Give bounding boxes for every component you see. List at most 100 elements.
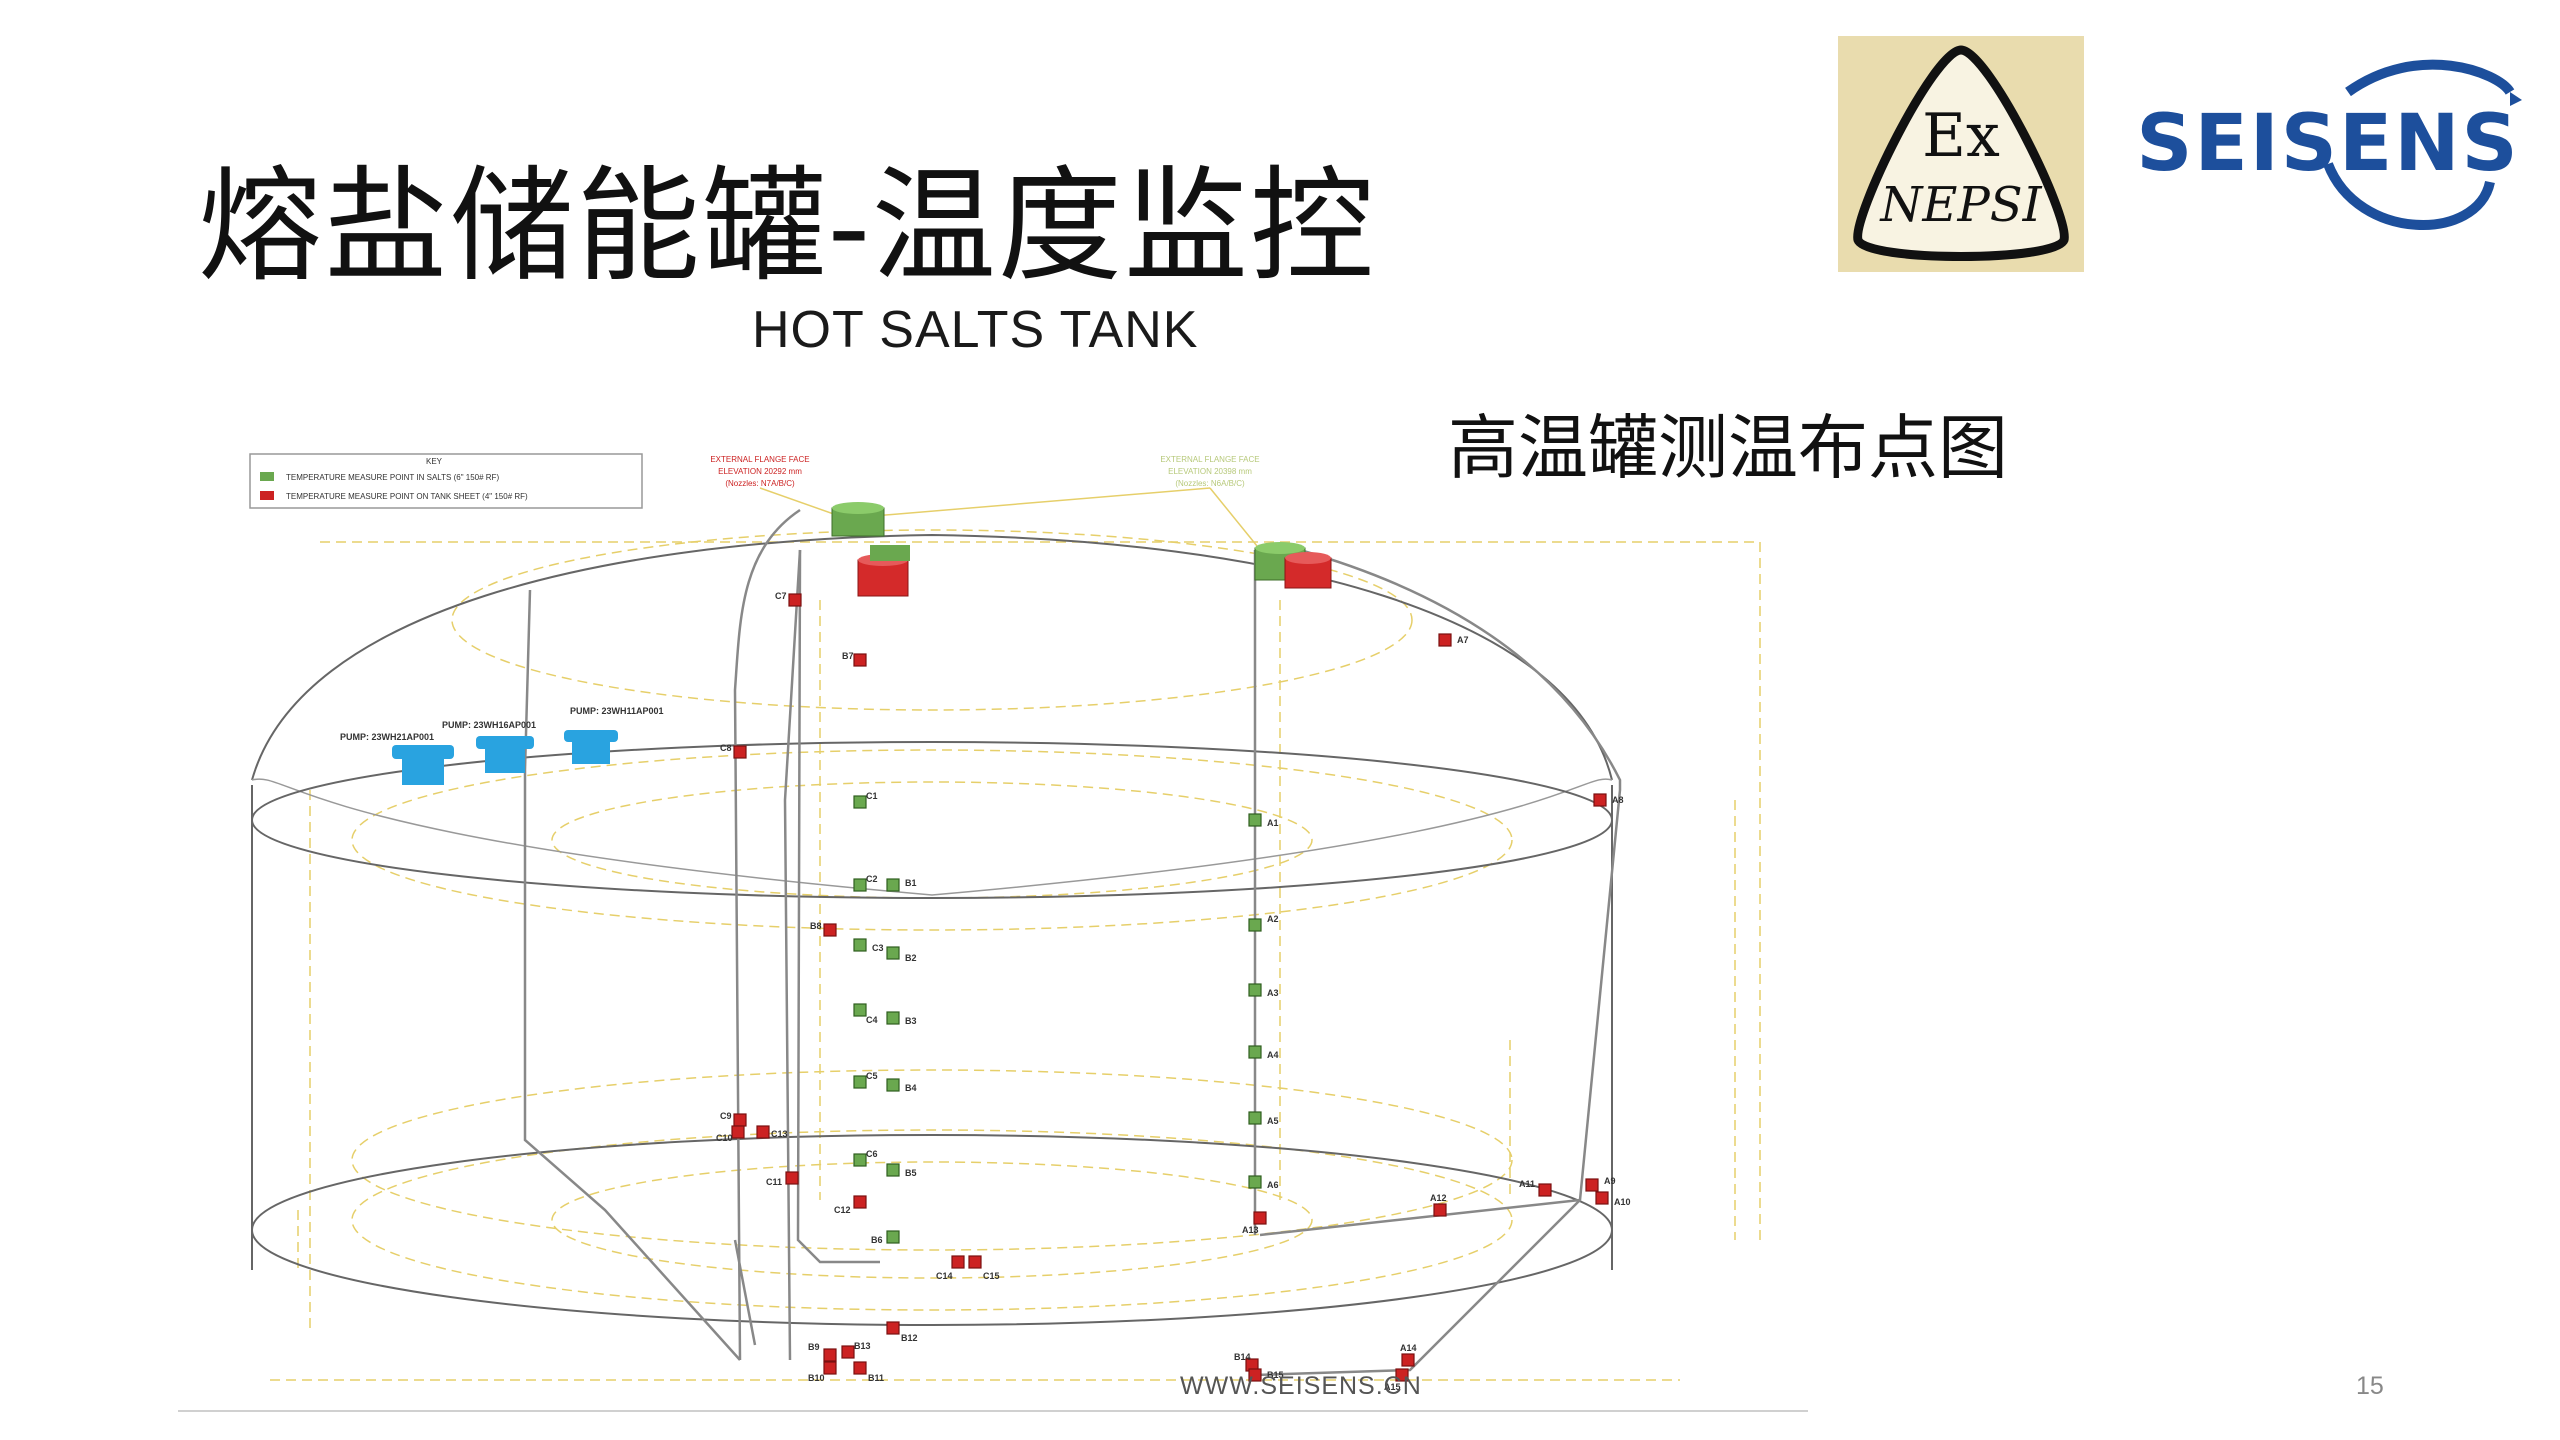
measure-point-b11: B11 [853, 1361, 884, 1383]
probe-wires [523, 508, 1622, 1377]
measure-point-c9: C9 [720, 1111, 747, 1127]
measure-point-c2: C2 [853, 874, 878, 892]
measure-point-label: B5 [905, 1168, 917, 1178]
nepsi-logo-bottom: NEPSI [1879, 177, 2042, 233]
measure-point-label: B12 [901, 1333, 918, 1343]
measure-point-label: A5 [1267, 1116, 1279, 1126]
hot-salts-tank-diagram: KEY TEMPERATURE MEASURE POINT IN SALTS (… [180, 440, 1820, 1420]
measure-point-a14: A14 [1400, 1343, 1417, 1367]
measure-point-label: C10 [716, 1133, 733, 1143]
slide-title: 熔盐储能罐-温度监控 [198, 155, 1376, 299]
measure-point-b7: B7 [842, 651, 867, 667]
measure-point-a13: A13 [1242, 1211, 1267, 1235]
measure-point-label: C2 [866, 874, 878, 884]
measure-point-a4: A4 [1248, 1045, 1279, 1060]
page-number: 15 [2356, 1372, 2384, 1400]
measure-point-label: C5 [866, 1071, 878, 1081]
measure-point-label: C1 [866, 791, 878, 801]
measure-point-c7: C7 [775, 591, 802, 607]
svg-text:TEMPERATURE MEASURE POINT ON T: TEMPERATURE MEASURE POINT ON TANK SHEET … [286, 492, 528, 501]
nozzle-flange-green-left [831, 502, 885, 537]
measure-point-label: C11 [766, 1177, 782, 1187]
measure-point-a8: A8 [1593, 793, 1624, 807]
nepsi-logo-top: Ex [1922, 101, 2000, 171]
diagram-title: HOT SALTS TANK [752, 301, 1199, 359]
measure-point-label: C3 [872, 943, 884, 953]
measure-point-a7: A7 [1438, 633, 1469, 647]
svg-text:TEMPERATURE MEASURE POINT IN S: TEMPERATURE MEASURE POINT IN SALTS (6" 1… [286, 473, 499, 482]
measure-point-label: C7 [775, 591, 787, 601]
measure-point-c8: C8 [720, 743, 747, 759]
seisens-logo: SEISENS [2118, 52, 2538, 242]
measure-point-label: A10 [1614, 1197, 1631, 1207]
svg-text:KEY: KEY [426, 457, 443, 466]
measure-point-b8: B8 [810, 921, 837, 937]
measure-point-c4: C4 [853, 1003, 878, 1025]
measure-point-label: C12 [834, 1205, 851, 1215]
measure-point-label: A8 [1612, 795, 1624, 805]
svg-text:ELEVATION 20292 mm: ELEVATION 20292 mm [718, 467, 802, 476]
measure-point-a11: A11 [1519, 1179, 1552, 1197]
svg-text:ELEVATION 20398 mm: ELEVATION 20398 mm [1168, 467, 1252, 476]
nozzle-flange-red-left [857, 545, 910, 597]
measure-point-c6: C6 [853, 1149, 878, 1167]
measure-point-label: B15 [1267, 1370, 1284, 1380]
measure-point-b14: B14 [1234, 1352, 1259, 1372]
measure-point-label: C9 [720, 1111, 732, 1121]
svg-text:PUMP: 23WH11AP001: PUMP: 23WH11AP001 [570, 706, 664, 716]
measure-point-a1: A1 [1248, 813, 1279, 828]
measure-point-label: C6 [866, 1149, 878, 1159]
measure-point-c11: C11 [766, 1171, 799, 1187]
measure-point-label: A13 [1242, 1225, 1259, 1235]
footer-url: WWW.SEISENS.CN [1180, 1372, 1422, 1400]
flange-label-right: EXTERNAL FLANGE FACE ELEVATION 20398 mm … [1160, 455, 1259, 488]
pump-23wh21ap001: PUMP: 23WH21AP001 [340, 732, 454, 785]
svg-text:EXTERNAL FLANGE FACE: EXTERNAL FLANGE FACE [710, 455, 809, 464]
dimension-lines [270, 529, 1761, 1381]
measure-point-label: C14 [936, 1271, 953, 1281]
measure-point-label: B9 [808, 1342, 820, 1352]
measure-point-label: B3 [905, 1016, 917, 1026]
measure-point-label: A3 [1267, 988, 1279, 998]
measure-point-a15: A15 [1384, 1368, 1409, 1392]
measure-point-c1: C1 [853, 791, 878, 809]
measure-point-b13: B13 [841, 1341, 871, 1359]
measure-point-b4: B4 [886, 1078, 917, 1093]
svg-text:PUMP: 23WH16AP001: PUMP: 23WH16AP001 [442, 720, 536, 730]
measure-point-label: B1 [905, 878, 917, 888]
measure-point-label: A9 [1604, 1176, 1616, 1186]
measure-point-label: B2 [905, 953, 917, 963]
svg-text:PUMP: 23WH21AP001: PUMP: 23WH21AP001 [340, 732, 434, 742]
measure-point-b15: B15 [1248, 1368, 1284, 1382]
measure-point-label: C4 [866, 1015, 878, 1025]
measure-point-b5: B5 [886, 1163, 917, 1178]
diagram-key: KEY TEMPERATURE MEASURE POINT IN SALTS (… [249, 453, 643, 509]
measure-point-b1: B1 [886, 878, 917, 892]
measure-point-a2: A2 [1248, 914, 1279, 932]
measure-point-label: B8 [810, 921, 822, 931]
measure-point-label: B7 [842, 651, 854, 661]
measure-point-label: A1 [1267, 818, 1279, 828]
measure-point-a6: A6 [1248, 1175, 1279, 1190]
measure-point-b2: B2 [886, 946, 917, 963]
pump-23wh16ap001: PUMP: 23WH16AP001 [442, 720, 536, 773]
measure-point-b12: B12 [886, 1321, 918, 1343]
measure-point-b3: B3 [886, 1011, 917, 1026]
svg-text:EXTERNAL FLANGE FACE: EXTERNAL FLANGE FACE [1160, 455, 1259, 464]
measure-point-label: B10 [808, 1373, 825, 1383]
svg-text:(Nozzles: N6A/B/C): (Nozzles: N6A/B/C) [1175, 479, 1245, 488]
measure-point-c12: C12 [834, 1195, 867, 1215]
measure-point-label: C8 [720, 743, 732, 753]
measure-point-a12: A12 [1430, 1193, 1447, 1217]
measure-point-label: A12 [1430, 1193, 1447, 1203]
measure-point-c3: C3 [853, 938, 884, 953]
measure-point-label: B4 [905, 1083, 917, 1093]
measure-point-label: A7 [1457, 635, 1469, 645]
measure-point-label: A6 [1267, 1180, 1279, 1190]
seisens-logo-text: SEISENS [2136, 99, 2519, 189]
measure-point-c5: C5 [853, 1071, 878, 1089]
measure-point-b6: B6 [871, 1230, 900, 1245]
measure-point-label: B13 [854, 1341, 871, 1351]
diagram-caption: 高温罐测温布点图 [1448, 407, 2008, 489]
